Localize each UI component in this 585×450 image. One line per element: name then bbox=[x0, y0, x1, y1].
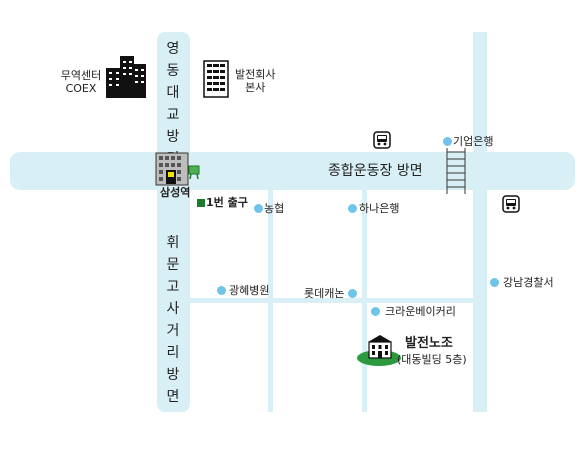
poi-crown-bakery-dot bbox=[371, 307, 380, 316]
poi-gwanghye-label: 광혜병원 bbox=[229, 284, 270, 297]
poi-crown-bakery-label: 크라운베이커리 bbox=[385, 305, 456, 318]
bus-stop-icon bbox=[502, 195, 520, 213]
power-hq-label: 발전회사 본사 bbox=[235, 68, 276, 94]
coex-building-icon bbox=[106, 56, 146, 98]
exit-marker-icon bbox=[197, 199, 205, 207]
railway-crossing bbox=[446, 148, 466, 194]
destination-name: 발전노조 bbox=[405, 336, 453, 351]
poi-lotte-canon-label: 롯데캐논 bbox=[304, 287, 345, 300]
power-hq-building-icon bbox=[203, 60, 229, 98]
poi-hana-label: 하나은행 bbox=[359, 202, 400, 215]
road-right-vertical bbox=[473, 32, 487, 412]
coex-label: 무역센터 COEX bbox=[60, 69, 102, 95]
road-label-sports-complex: 종합운동장 방면 bbox=[328, 163, 423, 179]
road-main-horizontal bbox=[10, 152, 575, 190]
poi-gwanghye-dot bbox=[217, 286, 226, 295]
poi-ibk-dot bbox=[443, 137, 452, 146]
road-label-yeongdong-bridge: 영동대교방면 bbox=[166, 41, 180, 167]
subway-entrance-icon bbox=[188, 165, 200, 180]
poi-nonghyup-dot bbox=[254, 204, 263, 213]
poi-nonghyup-label: 농협 bbox=[264, 202, 285, 215]
bus-stop-icon bbox=[373, 131, 391, 149]
destination-building-icon bbox=[368, 335, 392, 359]
road-bottom-vertical bbox=[157, 180, 190, 412]
poi-ibk-label: 기업은행 bbox=[453, 135, 494, 148]
poi-gangnam-police-label: 강남경찰서 bbox=[503, 276, 554, 289]
road-inner-horizontal bbox=[188, 298, 475, 303]
station-label: 삼성역 bbox=[160, 186, 191, 199]
destination-detail: (대동빌딩 5층) bbox=[397, 353, 467, 366]
poi-gangnam-police-dot bbox=[490, 278, 499, 287]
poi-lotte-canon-dot bbox=[348, 289, 357, 298]
poi-hana-dot bbox=[348, 204, 357, 213]
road-top-vertical bbox=[157, 32, 190, 162]
exit-label: 1번 출구 bbox=[206, 196, 248, 209]
samseong-station-icon bbox=[155, 152, 189, 186]
